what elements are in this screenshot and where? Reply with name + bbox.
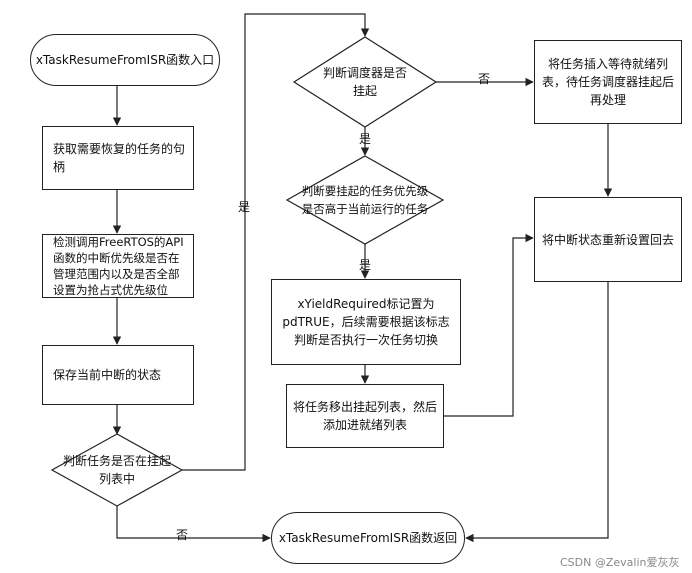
start-label: xTaskResumeFromISR函数入口 (35, 53, 215, 67)
decision-priority: 判断要挂起的任务优先级是否高于当前运行的任务 (300, 182, 430, 218)
edge-label-in-suspend-yes: 是 (238, 200, 251, 214)
watermark: CSDN @Zevalin爱灰灰 (560, 556, 680, 569)
decision-scheduler: 判断调度器是否挂起 (318, 64, 412, 100)
save-state-step: 保存当前中断的状态 (42, 345, 194, 405)
scheduler-label: 判断调度器是否挂起 (322, 66, 407, 98)
check-priority-label: 检测调用FreeRTOS的API函数的中断优先级是否在管理范围内以及是否全部设置… (53, 235, 184, 297)
get-handle-label: 获取需要恢复的任务的句柄 (53, 142, 186, 174)
edge-label-in-suspend-no: 否 (176, 528, 189, 542)
yield-required-label: xYieldRequired标记置为pdTRUE，后续需要根据该标志判断是否执行… (282, 297, 450, 347)
arrow-in-suspend-no (116, 506, 271, 543)
edge-label-scheduler-yes: 是 (359, 132, 372, 146)
edge-label-priority-yes: 是 (359, 258, 372, 272)
check-priority-step: 检测调用FreeRTOS的API函数的中断优先级是否在管理范围内以及是否全部设置… (42, 234, 194, 298)
arrow-in-suspend-yes (182, 13, 370, 471)
yield-required-step: xYieldRequired标记置为pdTRUE，后续需要根据该标志判断是否执行… (271, 279, 461, 365)
decision-in-suspend-shape (50, 433, 184, 507)
priority-label: 判断要挂起的任务优先级是否高于当前运行的任务 (301, 184, 429, 216)
edge-label-scheduler-no: 否 (478, 72, 491, 86)
restore-state-label: 将中断状态重新设置回去 (541, 232, 674, 247)
restore-state-step: 将中断状态重新设置回去 (534, 197, 682, 282)
decision-scheduler-shape (292, 36, 438, 128)
start-terminal: xTaskResumeFromISR函数入口 (30, 34, 220, 86)
insert-pending-label: 将任务插入等待就绪列表，待任务调度器挂起后再处理 (541, 57, 674, 107)
move-to-ready-label: 将任务移出挂起列表，然后添加进就绪列表 (293, 400, 438, 432)
decision-priority-shape (285, 155, 445, 245)
in-suspend-label: 判断任务是否在挂起列表中 (62, 454, 171, 486)
save-state-label: 保存当前中断的状态 (53, 368, 162, 382)
arrow-restore-to-end (465, 282, 609, 543)
get-handle-step: 获取需要恢复的任务的句柄 (42, 126, 194, 190)
move-to-ready-step: 将任务移出挂起列表，然后添加进就绪列表 (286, 384, 444, 448)
decision-in-suspend: 判断任务是否在挂起列表中 (62, 452, 172, 488)
arrow-move-to-restore (444, 233, 534, 417)
end-terminal: xTaskResumeFromISR函数返回 (271, 512, 465, 564)
end-label: xTaskResumeFromISR函数返回 (278, 531, 458, 545)
insert-pending-step: 将任务插入等待就绪列表，待任务调度器挂起后再处理 (534, 40, 682, 124)
